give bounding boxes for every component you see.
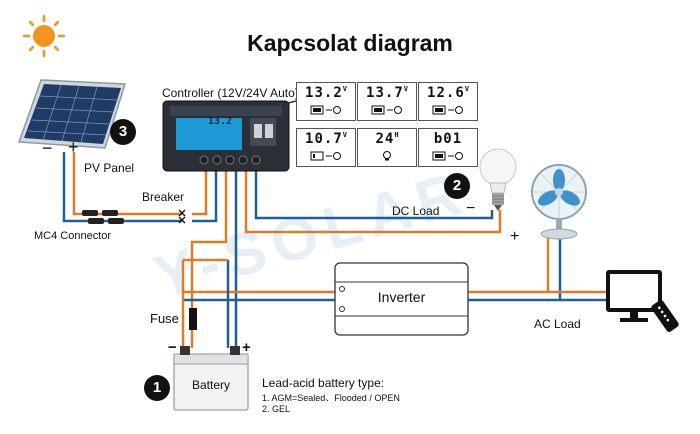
battery-plus-label: +: [242, 339, 251, 356]
inverter-label: Inverter: [377, 289, 426, 305]
display-panel: 13.2V: [296, 82, 356, 121]
display-unit: V: [342, 131, 347, 139]
solar-panel-icon: [17, 79, 127, 149]
battery-minus-label: −: [168, 339, 177, 356]
pv-panel-label: PV Panel: [84, 161, 135, 175]
display-panel: 13.7V: [357, 82, 417, 121]
battery-status-icon: [432, 105, 463, 115]
battery-label: Battery: [191, 378, 230, 392]
battery-note-line-1: 1. AGM=Sealed、Flooded / OPEN: [262, 393, 400, 403]
battery-status-icon: [310, 105, 341, 115]
pv-minus-label: −: [42, 138, 53, 158]
battery-status-icon: [310, 151, 341, 161]
mc4-connector-label: MC4 Connector: [34, 230, 112, 242]
display-value: 12.6: [427, 85, 465, 101]
display-unit: V: [464, 85, 469, 93]
fan-icon: [531, 164, 587, 240]
display-panel: 12.6V: [418, 82, 478, 121]
ac-wire-1: [468, 236, 550, 294]
pv-negative-to-controller: [192, 165, 218, 223]
pv-positive-wire: [72, 152, 182, 216]
battery-positive-wire: [190, 165, 228, 348]
controller-label: Controller (12V/24V Auto): [162, 86, 299, 100]
battery-status-icon: [371, 105, 402, 115]
dc-load-positive-wire: [244, 165, 502, 234]
display-value: 13.7: [366, 85, 404, 101]
display-value: 13.2: [305, 85, 343, 101]
mc4-connector-icon: [82, 210, 124, 224]
controller-screen-reading: 13.2: [208, 116, 233, 127]
dc-load-negative-wire: [254, 165, 494, 220]
battery-note-heading: Lead-acid battery type:: [262, 376, 385, 390]
dc-minus-label: −: [466, 200, 476, 217]
breaker-switch-icon: [178, 209, 186, 224]
dc-load-label: DC Load: [392, 204, 440, 218]
display-unit: H: [394, 131, 399, 139]
display-panel: 10.7V: [296, 128, 356, 167]
tv-icon: [606, 270, 662, 322]
breaker-label: Breaker: [142, 190, 185, 204]
step-badge-2: 2: [444, 173, 470, 199]
ac-load-label: AC Load: [534, 317, 581, 331]
fuse-label: Fuse: [150, 311, 179, 326]
controller-icon: [162, 100, 290, 172]
display-value: b01: [433, 131, 463, 147]
display-unit: V: [342, 85, 347, 93]
step-badge-1: 1: [144, 375, 170, 401]
display-value: 24: [375, 131, 395, 147]
fuse-icon: [189, 308, 197, 330]
display-panel: b01: [418, 128, 478, 167]
sun-icon: [22, 14, 66, 58]
remote-icon: [651, 300, 679, 332]
battery-icon: [173, 346, 249, 411]
display-panel: 24H: [357, 128, 417, 167]
page-title: Kapcsolat diagram: [247, 30, 453, 56]
dc-plus-label: +: [510, 228, 520, 245]
pv-plus-label: +: [68, 137, 79, 157]
display-value: 10.7: [305, 131, 343, 147]
light-bulb-icon: [479, 148, 517, 211]
bulb-status-icon: [383, 151, 391, 161]
battery-note-line-2: 2. GEL: [262, 404, 291, 414]
pv-negative-wire: [62, 152, 182, 223]
battery-status-icon: [432, 151, 463, 161]
display-unit: V: [403, 85, 408, 93]
pv-positive-to-controller: [192, 165, 208, 216]
step-badge-3: 3: [110, 119, 136, 145]
inverter-icon: [334, 262, 469, 336]
